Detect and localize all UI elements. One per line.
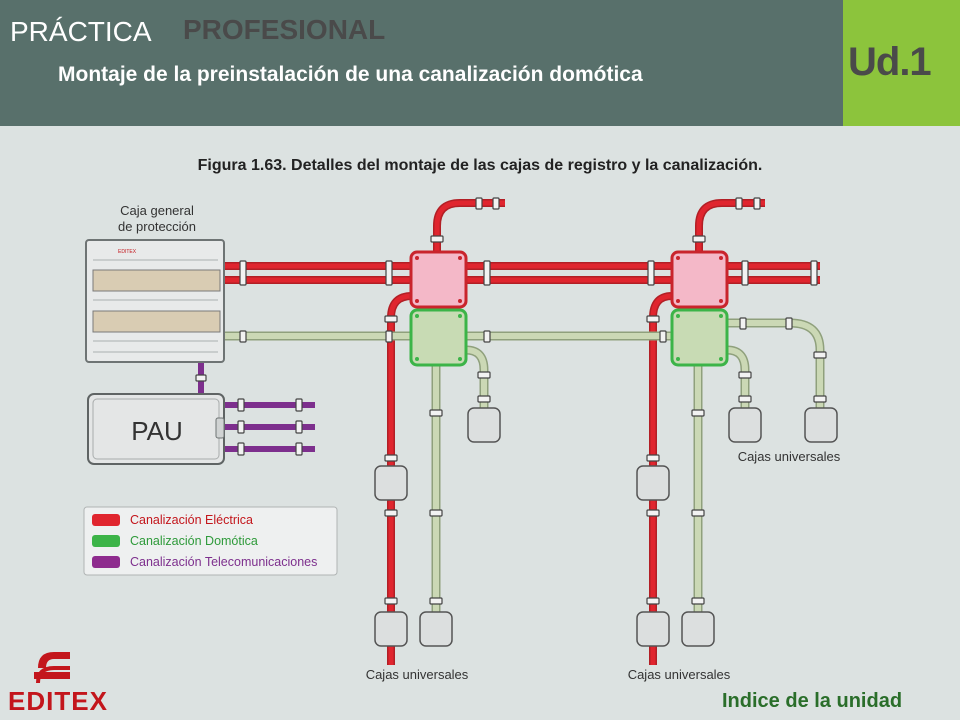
legend: Canalización Eléctrica Canalización Domó… [83, 506, 338, 576]
header-bar [0, 0, 843, 126]
cajas-universales-label-1: Cajas universales [366, 667, 469, 682]
legend-label-electrica: Canalización Eléctrica [130, 513, 253, 527]
electric-register-box-1 [409, 250, 468, 309]
legend-swatch-electrica [92, 514, 120, 526]
unit-badge: Ud.1 [848, 40, 932, 84]
domotic-register-box-1 [409, 308, 468, 367]
pau-label: PAU [131, 416, 183, 446]
cgp-label-line1: Caja general [120, 203, 194, 218]
cajas-universales-label-2: Cajas universales [628, 667, 731, 682]
index-link[interactable]: Indice de la unidad [722, 690, 903, 712]
legend-swatch-domotica [92, 535, 120, 547]
unit-badge-box [843, 0, 960, 126]
pipe-clamps [195, 197, 827, 605]
title-bold: PROFESIONAL [183, 14, 386, 45]
legend-swatch-telecom [92, 556, 120, 568]
editex-logo-icon [34, 652, 70, 684]
pau-box [87, 393, 225, 465]
title-prefix: PRÁCTICA [10, 16, 152, 47]
legend-label-domotica: Canalización Domótica [130, 534, 258, 548]
universal-boxes [374, 407, 838, 647]
domotic-register-box-2 [670, 308, 729, 367]
legend-label-telecom: Canalización Telecomunicaciones [130, 555, 317, 569]
cgp-label-line2: de protección [118, 219, 196, 234]
editex-logo-text: EDITEX [8, 686, 108, 716]
caja-general-proteccion: EDITEX [85, 239, 225, 363]
page-subtitle: Montaje de la preinstalación de una cana… [58, 63, 643, 86]
figure-caption: Figura 1.63. Detalles del montaje de las… [197, 157, 763, 174]
cajas-universales-label-3: Cajas universales [738, 449, 841, 464]
electric-register-box-2 [670, 250, 729, 309]
svg-text:EDITEX: EDITEX [118, 249, 137, 255]
